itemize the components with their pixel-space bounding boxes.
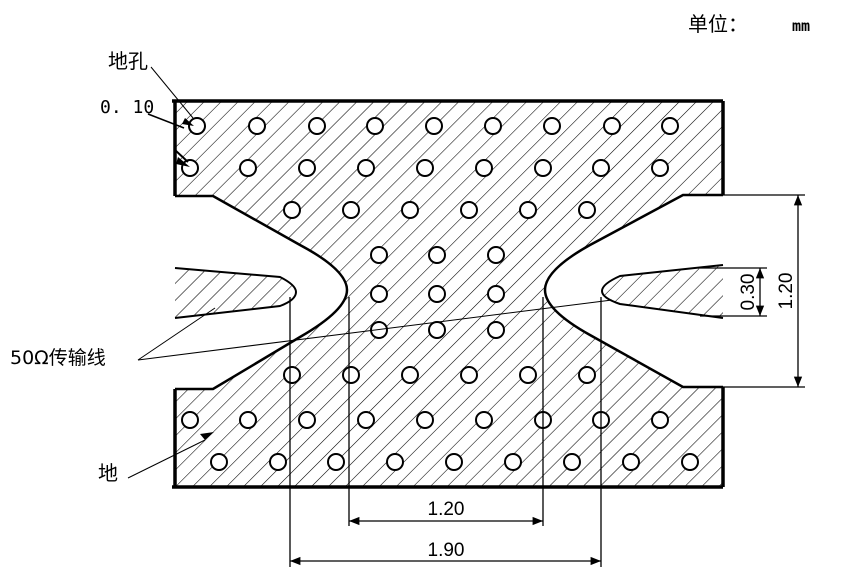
ground-pointer-arrow xyxy=(200,432,214,440)
unit-label: 单位： xyxy=(688,12,748,36)
transmission-line-label: 50Ω传输线 xyxy=(10,347,106,369)
leader-lines xyxy=(127,66,613,479)
total-height-dimension: 1.20 xyxy=(776,273,797,310)
dimension-lines xyxy=(289,194,805,567)
via-pointer-arrow xyxy=(182,118,194,126)
channel-outline xyxy=(175,193,723,391)
left-transmission-line xyxy=(174,267,298,319)
via-size-arrow xyxy=(176,157,190,167)
tip-width-dimension: 0.30 xyxy=(738,274,759,311)
via-array xyxy=(181,117,699,471)
ground-label: 地 xyxy=(98,461,118,485)
inner-gap-dimension: 1.20 xyxy=(428,499,465,520)
unit-value: mm xyxy=(792,17,810,35)
via-hole xyxy=(188,117,206,135)
right-transmission-line xyxy=(600,264,724,319)
ground-outline xyxy=(172,99,725,489)
ground-plane xyxy=(175,101,723,487)
outer-gap-dimension: 1.90 xyxy=(428,540,465,561)
via-size-label: 0. 10 xyxy=(100,97,154,118)
via-label: 地孔 xyxy=(108,49,148,73)
